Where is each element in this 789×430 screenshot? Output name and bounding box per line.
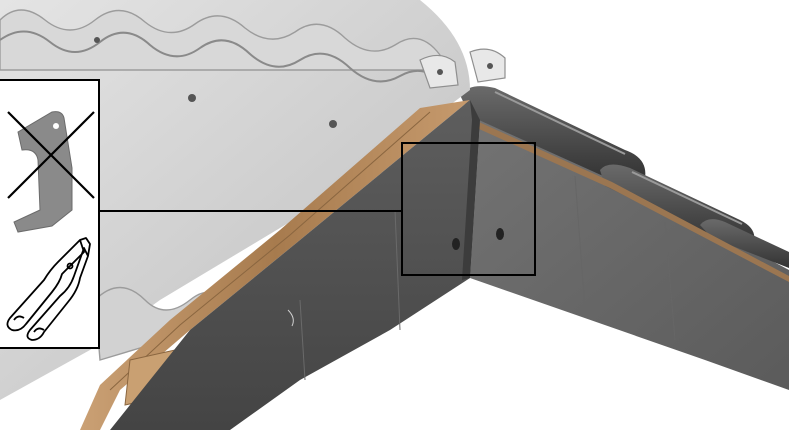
- tile-cap-screw: [437, 69, 443, 75]
- ridge-batten: [468, 118, 789, 282]
- verge-flashing-front-face: [110, 100, 480, 430]
- hairline-mark: [287, 309, 294, 327]
- flashing-seams: [574, 175, 676, 341]
- flashing-front-seams: [299, 209, 401, 381]
- tile-cap-screw: [487, 63, 493, 69]
- verge-flashing-right-face: [470, 120, 789, 390]
- crossed-out-bracket-icon: [7, 111, 95, 233]
- ridge-highlight: [494, 91, 743, 225]
- tile-screws: [94, 37, 337, 128]
- flashing-corner-shade: [462, 100, 480, 280]
- tile-wave-shadows: [0, 30, 446, 87]
- ridge-tiles: [460, 86, 789, 268]
- flashing-screws: [452, 228, 504, 250]
- detail-frame: [401, 142, 536, 276]
- tin-snips-icon: [6, 237, 91, 341]
